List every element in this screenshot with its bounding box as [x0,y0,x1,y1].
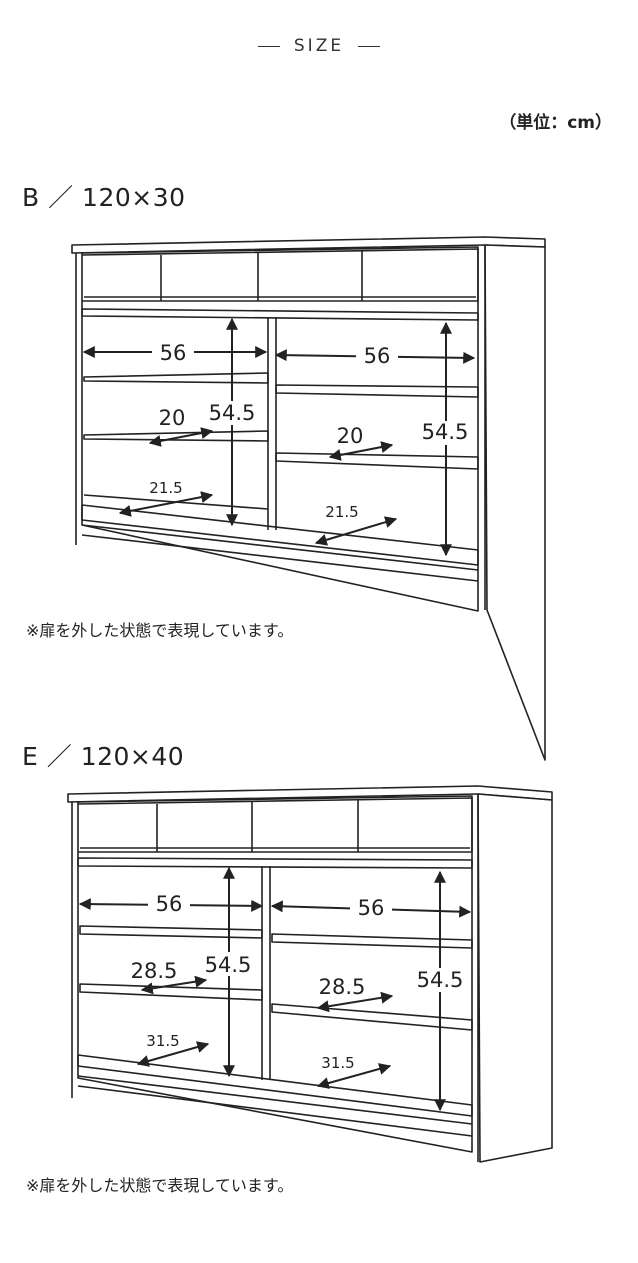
dim-width-left: 56 [160,341,187,365]
model-title-b: B ／ 120×30 [22,183,186,212]
dim-depth-bottom-left: 21.5 [149,479,182,497]
dim-depth-bottom-right: 31.5 [321,1054,354,1072]
dim-depth-mid-left: 28.5 [131,959,178,983]
model-title-e: E ／ 120×40 [22,742,185,771]
heading-dash-left [257,45,280,47]
dim-depth-mid-left: 20 [159,406,186,430]
section-heading: SIZE [0,36,638,56]
dim-height-left: 54.5 [205,953,252,977]
unit-label: （単位：cm） [499,113,612,133]
dim-depth-mid-right: 28.5 [319,975,366,999]
dim-depth-bottom-left: 31.5 [146,1032,179,1050]
cabinet-diagram-b: 56 56 54.5 54.5 20 20 21.5 21.5 [71,236,546,761]
dim-width-right: 56 [358,896,385,920]
dim-height-right: 54.5 [422,420,469,444]
dim-depth-bottom-right: 21.5 [325,503,358,521]
dim-width-left: 56 [156,892,183,916]
note-e: ※扉を外した状態で表現しています。 [26,1176,294,1195]
dim-height-left: 54.5 [209,401,256,425]
dim-height-right: 54.5 [417,968,464,992]
heading-label: SIZE [293,36,345,56]
heading-dash-right [358,45,381,47]
dim-depth-mid-right: 20 [337,424,364,448]
note-b: ※扉を外した状態で表現しています。 [26,621,294,640]
cabinet-diagram-e: 56 56 54.5 54.5 28.5 28.5 31.5 31.5 [67,785,553,1163]
dim-width-right: 56 [364,344,391,368]
